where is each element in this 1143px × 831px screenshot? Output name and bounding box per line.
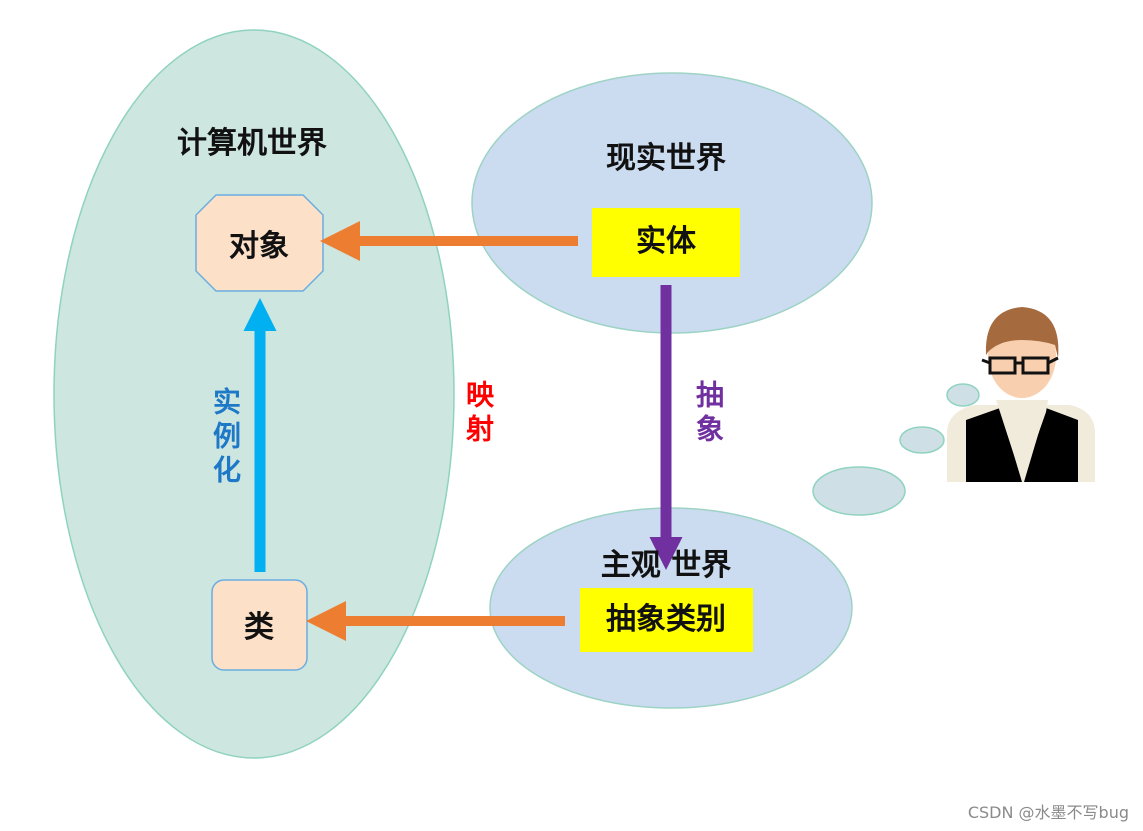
entity-box [592,208,740,277]
object-node [195,194,324,292]
thought-bubble-small [946,383,980,407]
real-world-title: 现实世界 [606,141,726,176]
watermark: CSDN @水墨不写bug [967,803,1129,822]
thought-bubble-medium [899,426,945,454]
thinking-person-icon [947,307,1095,482]
thought-bubble-large [812,466,906,516]
computer-world-ellipse [53,29,455,759]
object-label: 对象 [229,229,289,264]
abstraction-label: 抽象 [692,380,725,448]
real-world-ellipse [471,72,873,334]
abstract-class-box [580,588,753,652]
abstract-class-label: 抽象类别 [606,602,726,637]
instantiate-label: 实例化 [209,387,242,489]
mapping-label: 映射 [462,380,495,448]
subjective-world-title: 主观 世界 [600,548,732,583]
class-label: 类 [244,610,274,645]
computer-world-title: 计算机世界 [177,126,327,161]
entity-label: 实体 [636,224,696,259]
